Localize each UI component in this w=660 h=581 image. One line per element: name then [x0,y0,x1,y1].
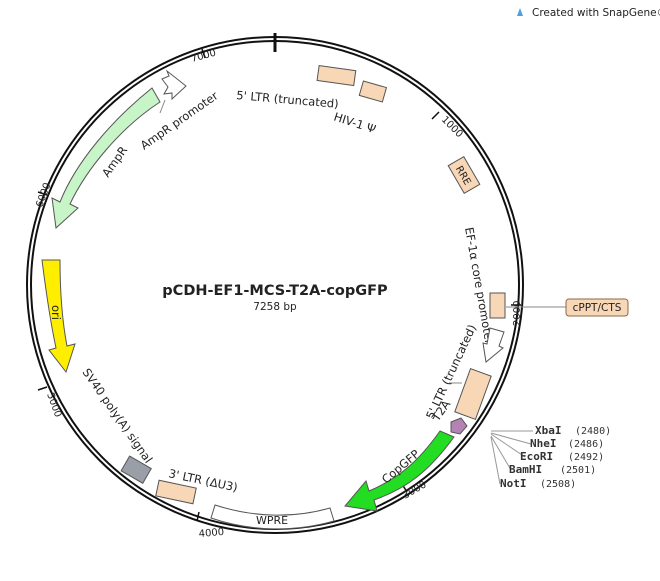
feature-wpre[interactable] [210,504,335,530]
site-pos-xbai: (2480) [575,426,611,437]
feature-rre[interactable]: RRE [447,155,481,195]
feature-hiv1-psi[interactable] [358,80,388,103]
site-pos-bamhi: (2501) [560,465,596,476]
label-5ltr-truncated: 5' LTR (truncated) [236,88,340,111]
plasmid-length: 7258 bp [253,301,297,313]
tick-6000 [37,191,48,196]
feature-ori[interactable] [41,259,76,374]
plasmid-name: pCDH-EF1-MCS-T2A-copGFP [162,283,388,299]
tick-1000 [431,111,440,120]
leader-noti [490,436,501,485]
tick-label-6000: 6000 [34,181,53,209]
site-name-nhei: NheI [530,437,557,450]
snapgene-logo-icon [517,8,523,16]
watermark: Created with SnapGene® [517,7,660,19]
site-name-xbai: XbaI [535,424,562,437]
cppt-label-box [565,298,629,317]
feature-3ltr[interactable] [155,479,197,505]
tick-5000 [37,386,48,391]
site-pos-nhei: (2486) [568,439,604,450]
label-ori: ori [49,305,63,320]
site-ecori[interactable]: EcoRI (2492) [520,450,604,463]
site-name-noti: NotI [500,477,527,490]
feature-ampr[interactable] [51,87,161,230]
feature-copgfp[interactable] [344,430,455,512]
tick-label-2000: 2000 [512,301,523,326]
tick-label-1000: 1000 [439,114,465,140]
label-wpre: WPRE [256,514,288,527]
watermark-text: Created with SnapGene® [532,7,660,19]
tick-7000 [201,48,206,59]
label-hiv1-psi: HIV-1 Ψ [332,110,378,137]
leader-bamhi [490,435,512,471]
leader-ecori [490,433,526,458]
site-noti[interactable]: NotI (2508) [500,477,576,490]
leader-nhei [490,432,532,445]
tick-label-4000: 4000 [198,527,224,540]
feature-ef1a-promoter[interactable] [482,327,505,363]
ampr-promoter-leader [159,99,166,114]
site-xbai[interactable]: XbaI (2480) [535,424,611,437]
feature-ampr-promoter[interactable] [161,69,187,101]
site-bamhi[interactable]: BamHI (2501) [509,463,596,476]
feature-sv40-polya[interactable] [120,455,152,484]
feature-cppt-cts[interactable] [489,292,506,319]
site-name-bamhi: BamHI [509,463,542,476]
site-nhei[interactable]: NheI (2486) [530,437,604,450]
site-pos-ecori: (2492) [568,452,604,463]
label-cppt-cts: cPPT/CTS [573,302,622,314]
site-name-ecori: EcoRI [520,450,553,463]
site-pos-noti: (2508) [540,479,576,490]
feature-5ltr-truncated-b[interactable] [454,367,492,421]
tick-label-5000: 5000 [44,391,63,419]
feature-5ltr-truncated[interactable] [316,64,357,87]
tick-marks [37,48,521,522]
feature-t2a[interactable] [450,417,468,435]
tick-4000 [196,511,200,522]
mcs-leaders [490,430,533,485]
